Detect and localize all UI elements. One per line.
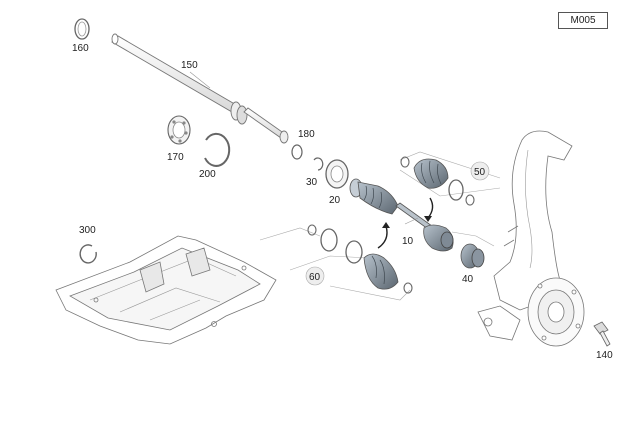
label-170: 170 (167, 152, 184, 163)
part-30-circlip (313, 157, 324, 171)
label-150: 150 (181, 60, 198, 71)
callout-circle-50 (470, 161, 490, 181)
part-40-outer-joint (451, 231, 495, 269)
part-10-drive-shaft (349, 178, 454, 252)
part-60-boot-kit (259, 224, 413, 301)
oil-pan-housing (55, 235, 277, 345)
part-140-bolt (593, 321, 611, 347)
label-10: 10 (402, 236, 414, 247)
label-300: 300 (79, 225, 96, 236)
diagram-reference-code: M005 (558, 12, 608, 29)
part-200-snap-ring (204, 132, 231, 167)
part-160-ring (74, 18, 90, 40)
label-20: 20 (329, 195, 341, 206)
label-160: 160 (72, 43, 89, 54)
callout-circle-60 (305, 266, 325, 286)
part-20-seal (325, 159, 349, 189)
part-170-bearing (167, 115, 191, 145)
part-50-boot-kit (399, 151, 501, 206)
label-50: 50 (474, 167, 486, 178)
label-60: 60 (309, 272, 321, 283)
assembly-arrow-upper (424, 197, 434, 222)
part-300-clip (79, 244, 97, 264)
leader-10 (404, 217, 419, 225)
label-30: 30 (306, 177, 318, 188)
label-180: 180 (298, 129, 315, 140)
leader-150 (189, 71, 211, 89)
part-180-ring (291, 144, 303, 160)
assembly-arrow-lower (377, 222, 390, 249)
part-150-intermediate-shaft (111, 33, 289, 144)
steering-knuckle-hub (477, 130, 585, 347)
label-140: 140 (596, 350, 613, 361)
label-200: 200 (199, 169, 216, 180)
label-40: 40 (462, 274, 474, 285)
